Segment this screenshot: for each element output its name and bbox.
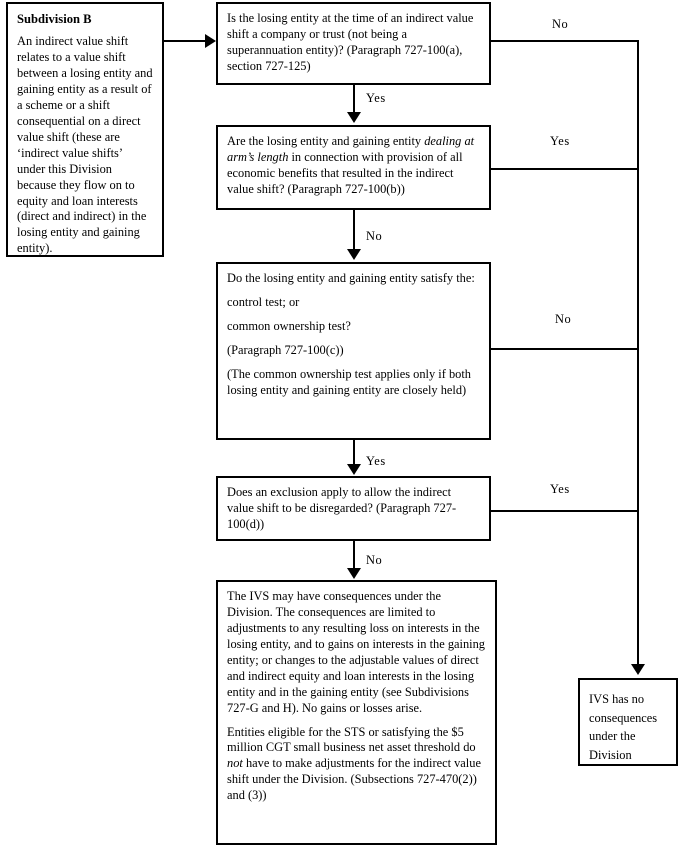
edge-label-q1-yes: Yes xyxy=(366,91,386,105)
panel-body: An indirect value shift relates to a val… xyxy=(17,34,153,256)
edge-label-q2-yes: Yes xyxy=(550,134,570,148)
connector-panel-to-q1 xyxy=(164,40,206,42)
edge-label-q4-yes: Yes xyxy=(550,482,570,496)
node-question-3-bullet-1: control test; or xyxy=(227,294,300,309)
no-consequences-line-4: Division xyxy=(589,747,632,762)
outcome-para2-lead: Entities eligible for the STS or satisfy… xyxy=(227,724,476,755)
node-outcome-paragraph-1: The IVS may have consequences under the … xyxy=(227,589,485,715)
outcome-para2-tail: have to make adjustments for the indirec… xyxy=(227,756,481,803)
connector-q2-yes xyxy=(491,168,639,170)
arrowhead-trunk-to-no-consequences xyxy=(631,664,645,675)
node-question-3-line1: Do the losing entity and gaining entity … xyxy=(227,271,475,285)
connector-q3-no xyxy=(491,348,639,350)
node-question-2: Are the losing entity and gaining entity… xyxy=(216,125,491,210)
no-consequences-line-2: consequences xyxy=(589,710,658,725)
arrowhead-q2-to-q3 xyxy=(347,249,361,260)
node-question-1: Is the losing entity at the time of an i… xyxy=(216,2,491,85)
node-question-2-text: Are the losing entity and gaining entity… xyxy=(227,134,480,198)
connector-q1-to-q2 xyxy=(353,85,355,113)
q2-tail: in connection with provision of all econ… xyxy=(227,149,463,196)
edge-label-q3-yes: Yes xyxy=(366,454,386,468)
connector-right-trunk xyxy=(637,40,639,668)
no-consequences-line-1: IVS has no xyxy=(589,692,645,706)
node-question-4-text: Does an exclusion apply to allow the ind… xyxy=(227,485,457,531)
node-outcome: The IVS may have consequences under the … xyxy=(216,580,497,845)
edge-label-q3-no: No xyxy=(555,312,572,326)
node-no-consequences: IVS has no consequences under the Divisi… xyxy=(578,678,678,766)
edge-label-q2-no: No xyxy=(366,229,383,243)
q2-lead: Are the losing entity and gaining entity xyxy=(227,134,425,148)
node-question-3: Do the losing entity and gaining entity … xyxy=(216,262,491,440)
connector-q2-to-q3 xyxy=(353,210,355,250)
arrowhead-q4-to-outcome xyxy=(347,568,361,579)
node-question-3-bullet-2: common ownership test? xyxy=(227,318,351,333)
no-consequences-line-3: under the xyxy=(589,729,636,744)
node-outcome-paragraph-2: Entities eligible for the STS or satisfy… xyxy=(227,725,486,805)
node-question-3-line2: (Paragraph 727-100(c)) xyxy=(227,342,344,357)
arrowhead-panel-to-q1 xyxy=(205,34,216,48)
outcome-para2-emphasis: not xyxy=(227,756,243,771)
node-question-1-text: Is the losing entity at the time of an i… xyxy=(227,11,474,73)
panel-subdivision-b: Subdivision B An indirect value shift re… xyxy=(6,2,164,257)
connector-q4-to-outcome xyxy=(353,541,355,569)
arrowhead-q1-to-q2 xyxy=(347,112,361,123)
node-question-4: Does an exclusion apply to allow the ind… xyxy=(216,476,491,541)
edge-label-q1-no: No xyxy=(552,17,569,31)
connector-q1-no xyxy=(491,40,639,42)
edge-label-q4-no: No xyxy=(366,553,383,567)
arrowhead-q3-to-q4 xyxy=(347,464,361,475)
node-question-3-line3: (The common ownership test applies only … xyxy=(227,366,471,397)
connector-q3-to-q4 xyxy=(353,440,355,465)
connector-q4-yes xyxy=(491,510,639,512)
panel-heading: Subdivision B xyxy=(17,12,92,26)
q2-emphasis: dealing at arm’s length xyxy=(227,134,475,164)
